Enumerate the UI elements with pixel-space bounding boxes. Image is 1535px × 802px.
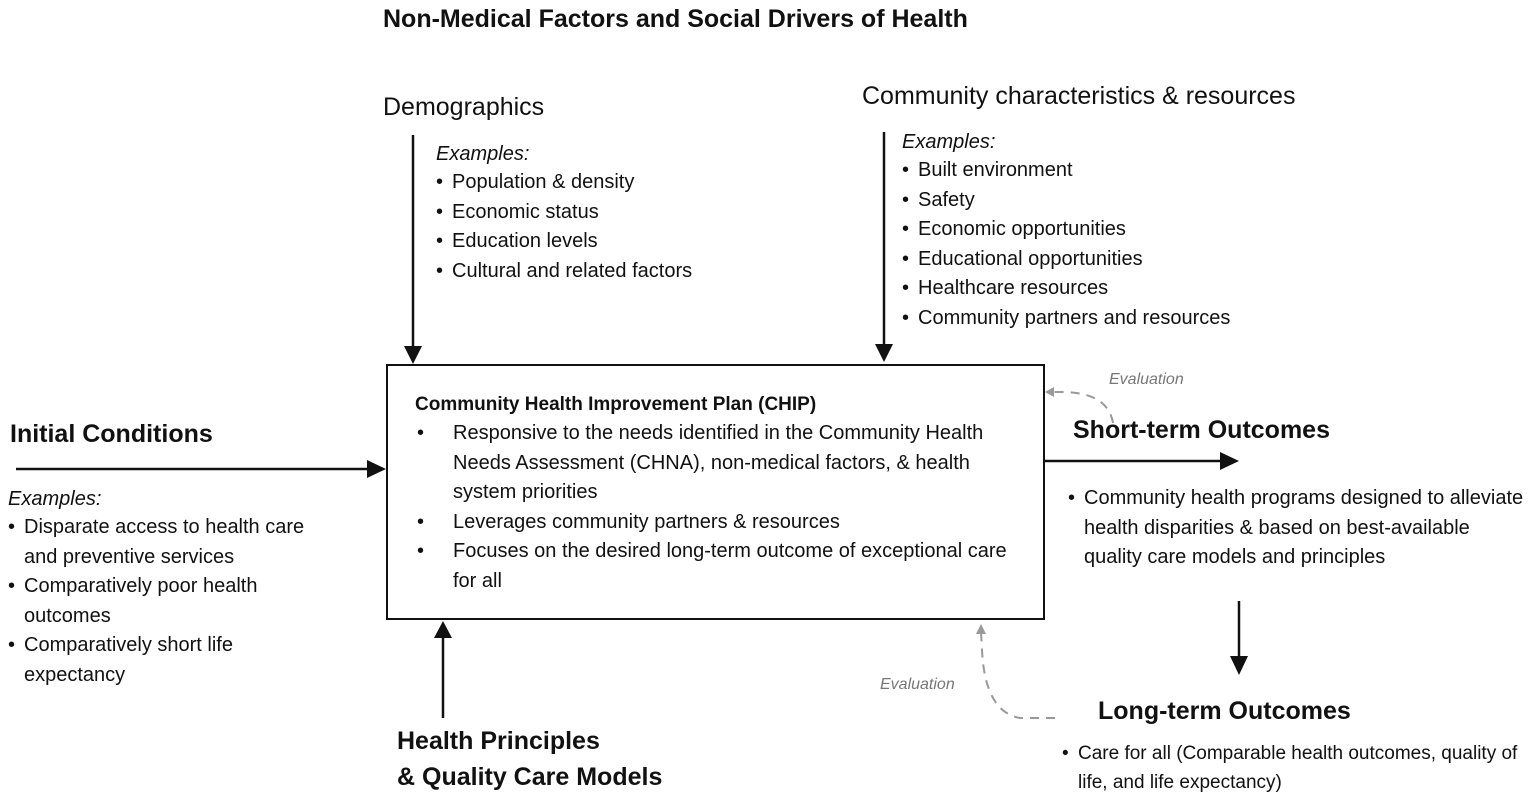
list-item: Community health programs designed to al… bbox=[1068, 484, 1528, 573]
initial-conditions-heading: Initial Conditions bbox=[10, 420, 213, 448]
list-item: Leverages community partners & resources bbox=[415, 508, 1030, 538]
demographics-heading: Demographics bbox=[383, 93, 545, 121]
list-item: Focuses on the desired long-term outcome… bbox=[415, 537, 1030, 596]
list-item: Care for all (Comparable health outcomes… bbox=[1062, 739, 1532, 797]
health-principles-line1: Health Principles bbox=[397, 727, 600, 755]
evaluation-arrow-long-term bbox=[976, 624, 1055, 719]
community-examples-label: Examples: bbox=[902, 131, 996, 153]
initial-conditions-examples-label: Examples: bbox=[8, 488, 102, 510]
evaluation-label-long-term: Evaluation bbox=[880, 676, 955, 693]
list-item: Safety bbox=[902, 186, 1322, 216]
short-term-list: Community health programs designed to al… bbox=[1068, 484, 1528, 573]
demographics-list: Population & density Economic status Edu… bbox=[436, 168, 796, 286]
long-term-heading: Long-term Outcomes bbox=[1098, 697, 1351, 725]
diagram-title: Non-Medical Factors and Social Drivers o… bbox=[383, 5, 968, 33]
long-term-arrow bbox=[1230, 601, 1248, 675]
initial-conditions-examples: Examples: Disparate access to health car… bbox=[8, 486, 313, 690]
list-item: Healthcare resources bbox=[902, 274, 1322, 304]
health-principles-line2: & Quality Care Models bbox=[397, 763, 663, 791]
community-heading: Community characteristics & resources bbox=[862, 82, 1296, 110]
community-examples: Examples: Built environment Safety Econo… bbox=[902, 129, 1322, 333]
chip-list: Responsive to the needs identified in th… bbox=[415, 419, 1030, 596]
long-term-list: Care for all (Comparable health outcomes… bbox=[1062, 739, 1532, 797]
long-term-content: Care for all (Comparable health outcomes… bbox=[1062, 739, 1532, 797]
short-term-content: Community health programs designed to al… bbox=[1068, 484, 1528, 573]
list-item: Comparatively short life expectancy bbox=[8, 631, 313, 690]
demographics-examples-label: Examples: bbox=[436, 143, 530, 165]
chip-box: Community Health Improvement Plan (CHIP)… bbox=[386, 364, 1045, 620]
short-term-heading: Short-term Outcomes bbox=[1073, 416, 1330, 444]
list-item: Disparate access to health care and prev… bbox=[8, 513, 313, 572]
chip-title: Community Health Improvement Plan (CHIP) bbox=[415, 394, 817, 415]
community-arrow bbox=[875, 132, 893, 362]
list-item: Education levels bbox=[436, 227, 796, 257]
list-item: Community partners and resources bbox=[902, 304, 1322, 334]
list-item: Educational opportunities bbox=[902, 245, 1322, 275]
initial-conditions-list: Disparate access to health care and prev… bbox=[8, 513, 313, 690]
short-term-arrow bbox=[1044, 452, 1239, 470]
evaluation-label-short-term: Evaluation bbox=[1109, 371, 1184, 388]
list-item: Responsive to the needs identified in th… bbox=[415, 419, 1030, 508]
demographics-arrow bbox=[404, 135, 422, 364]
community-list: Built environment Safety Economic opport… bbox=[902, 156, 1322, 333]
list-item: Economic opportunities bbox=[902, 215, 1322, 245]
list-item: Population & density bbox=[436, 168, 796, 198]
demographics-examples: Examples: Population & density Economic … bbox=[436, 141, 796, 286]
evaluation-arrow-short-term bbox=[1045, 387, 1114, 424]
list-item: Built environment bbox=[902, 156, 1322, 186]
list-item: Economic status bbox=[436, 198, 796, 228]
health-principles-heading: Health Principles & Quality Care Models bbox=[397, 723, 662, 795]
initial-conditions-arrow bbox=[16, 460, 386, 478]
list-item: Cultural and related factors bbox=[436, 257, 796, 287]
health-principles-arrow bbox=[434, 621, 452, 718]
list-item: Comparatively poor health outcomes bbox=[8, 572, 313, 631]
